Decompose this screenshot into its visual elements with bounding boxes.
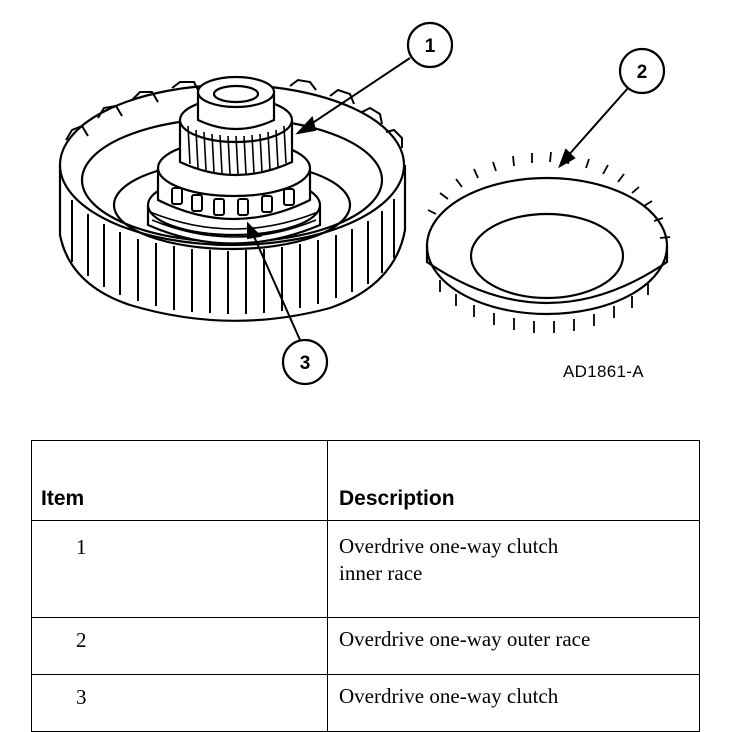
item-number: 3 <box>31 674 328 732</box>
table-header-row: Item Description <box>31 440 700 521</box>
description-line: Overdrive one-way clutch <box>339 534 559 558</box>
item-description: Overdrive one-way outer race <box>327 617 700 675</box>
item-description: Overdrive one-way clutch <box>327 674 700 732</box>
outer-race-ring <box>425 151 671 333</box>
header-item: Item <box>31 440 328 521</box>
table-row: 2 Overdrive one-way outer race <box>31 617 700 675</box>
table-row: 1 Overdrive one-way clutch inner race <box>31 520 700 618</box>
description-line: Overdrive one-way clutch <box>339 684 559 708</box>
header-description: Description <box>327 440 700 521</box>
callout-1-label: 1 <box>425 36 436 57</box>
overdrive-clutch-illustration: 1 2 3 <box>58 21 671 386</box>
item-number: 1 <box>31 520 328 618</box>
leader-lines <box>247 57 629 341</box>
callout-2-label: 2 <box>637 62 648 83</box>
item-number: 2 <box>31 617 328 675</box>
table-row: 3 Overdrive one-way clutch <box>31 674 700 732</box>
parts-table: Item Description 1 Overdrive one-way clu… <box>31 440 700 732</box>
figure-code: AD1861-A <box>563 362 644 381</box>
item-description: Overdrive one-way clutch inner race <box>327 520 700 618</box>
callout-1: 1 <box>406 21 454 69</box>
inner-race-hub <box>146 75 322 245</box>
description-line: inner race <box>339 561 423 585</box>
callout-2: 2 <box>618 47 666 95</box>
description-line: Overdrive one-way outer race <box>339 627 591 651</box>
callout-3: 3 <box>281 338 329 386</box>
callout-3-label: 3 <box>300 353 311 374</box>
